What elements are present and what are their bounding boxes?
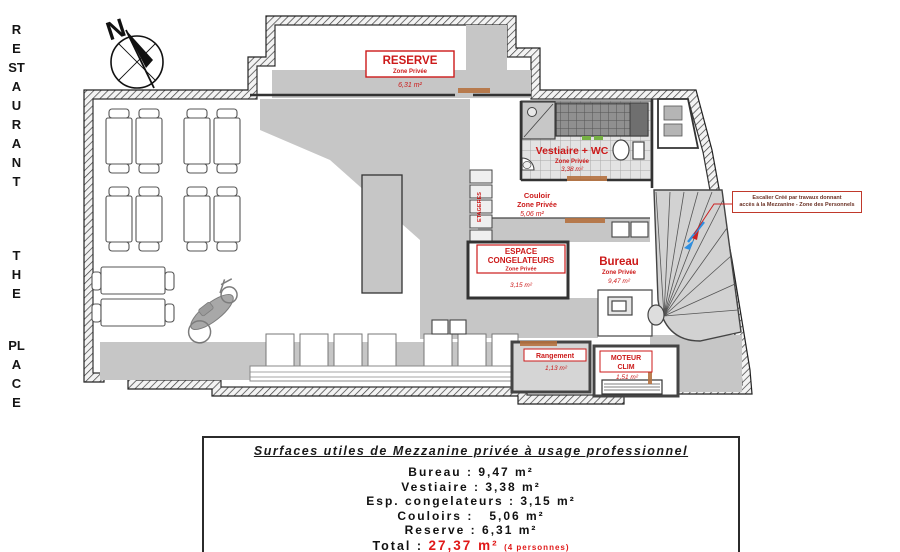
toilet-icon [612,139,645,161]
bar-stools [265,333,519,369]
dining-table [105,186,133,252]
summary-row-reserve: Reserve : 6,31 m² [404,523,538,537]
stair-direction-arrow-icon [684,221,705,250]
sink-icon [521,157,535,171]
reserve-label: RESERVE Zone Privée 6,31 m² [365,50,455,89]
shelf-label: ETAGERES [477,192,483,222]
bureau-label: Bureau Zone Privée 9,47 m² [599,256,639,285]
svg-text:ESPACE: ESPACE [505,247,538,256]
rangement-label: Rangement 1,13 m² [523,348,587,372]
side-text-restaurant: RESTAURANT [8,22,25,189]
bench-counter [249,365,521,382]
north-compass-icon: N [102,12,164,89]
svg-text:CLIM: CLIM [617,364,634,371]
moteur-clim-label: MOTEUR CLIM 1,51 m² [599,350,653,381]
svg-text:6,31 m²: 6,31 m² [398,82,422,89]
summary-row-couloirs: Couloirs : 5,06 m² [397,508,545,523]
svg-text:Bureau: Bureau [599,256,639,268]
congelateurs-label: ESPACE CONGELATEURS Zone Privée 3,15 m² [476,244,566,289]
svg-text:5,06 m²: 5,06 m² [520,211,544,218]
shower-icon [521,101,556,140]
svg-text:Rangement: Rangement [536,353,575,360]
svg-text:Zone Privée: Zone Privée [393,69,428,75]
svg-text:1,13 m²: 1,13 m² [545,365,568,372]
vestiaire-walls [519,99,654,188]
summary-total-value: 27,37 m² [428,537,499,552]
svg-text:Zone Privée: Zone Privée [505,267,536,273]
cupboard-icon [431,319,467,335]
couloir-label: Couloir Zone Privée 5,06 m² [517,191,557,218]
summary-row-congelateurs: Esp. congelateurs : 3,15 m² [366,494,576,508]
svg-text:Zone Privée: Zone Privée [517,202,557,209]
note-leader-line [692,203,732,240]
summary-total-row: Total : 27,37 m² (4 personnes) [204,538,738,552]
svg-text:Vestiaire + WC: Vestiaire + WC [536,145,609,157]
dining-table [135,186,163,252]
svg-text:MOTEUR: MOTEUR [611,355,641,362]
dining-table [183,186,211,252]
green-marker [594,136,603,140]
cupboard-icon [611,221,649,238]
dining-table [135,108,163,174]
motorbike-icon [187,278,238,344]
skylight-dark-panel [629,102,649,137]
dining-tables [91,108,241,327]
svg-text:3,38 m²: 3,38 m² [561,166,584,173]
surface-summary-table: Surfaces utiles de Mezzanine privée à us… [202,436,740,552]
summary-total-label: Total : [372,538,424,552]
dining-table [213,108,241,174]
side-text-place: PLACE [8,338,25,410]
staircase [653,189,742,342]
dining-table-horizontal [91,266,175,295]
svg-text:N: N [102,12,129,46]
stair-note-line1: Escalier Créé par travaux donnant [752,195,842,201]
summary-total-note: (4 personnes) [504,542,570,552]
shelving-units [469,169,493,242]
summary-row-bureau: Bureau : 9,47 m² [408,465,534,479]
side-text-the: THE [11,248,22,301]
svg-text:RESERVE: RESERVE [383,55,438,67]
summary-title: Surfaces utiles de Mezzanine privée à us… [253,444,689,458]
svg-text:Zone Privée: Zone Privée [555,159,590,165]
dining-table [183,108,211,174]
stair-note-line2: accès à la Mezzanine - Zone des Personne… [739,202,855,208]
green-marker [582,136,591,140]
dining-table [213,186,241,252]
summary-row-vestiaire: Vestiaire : 3,38 m² [401,479,541,494]
svg-text:9,47 m²: 9,47 m² [608,278,631,285]
desk-icon [597,289,665,337]
svg-text:1,51 m²: 1,51 m² [616,374,639,381]
svg-text:Zone Privée: Zone Privée [602,270,637,276]
svg-text:3,15 m²: 3,15 m² [510,282,533,289]
svg-text:Couloir: Couloir [524,191,550,200]
dining-table-horizontal [91,298,175,327]
dining-table [105,108,133,174]
svg-text:CONGELATEURS: CONGELATEURS [488,256,555,265]
stair-note-box: Escalier Créé par travaux donnant accès … [732,191,862,213]
vestiaire-label: Vestiaire + WC Zone Privée 3,38 m² [536,145,609,173]
storage-closet [657,98,700,149]
mezzanine-beam [361,174,403,294]
